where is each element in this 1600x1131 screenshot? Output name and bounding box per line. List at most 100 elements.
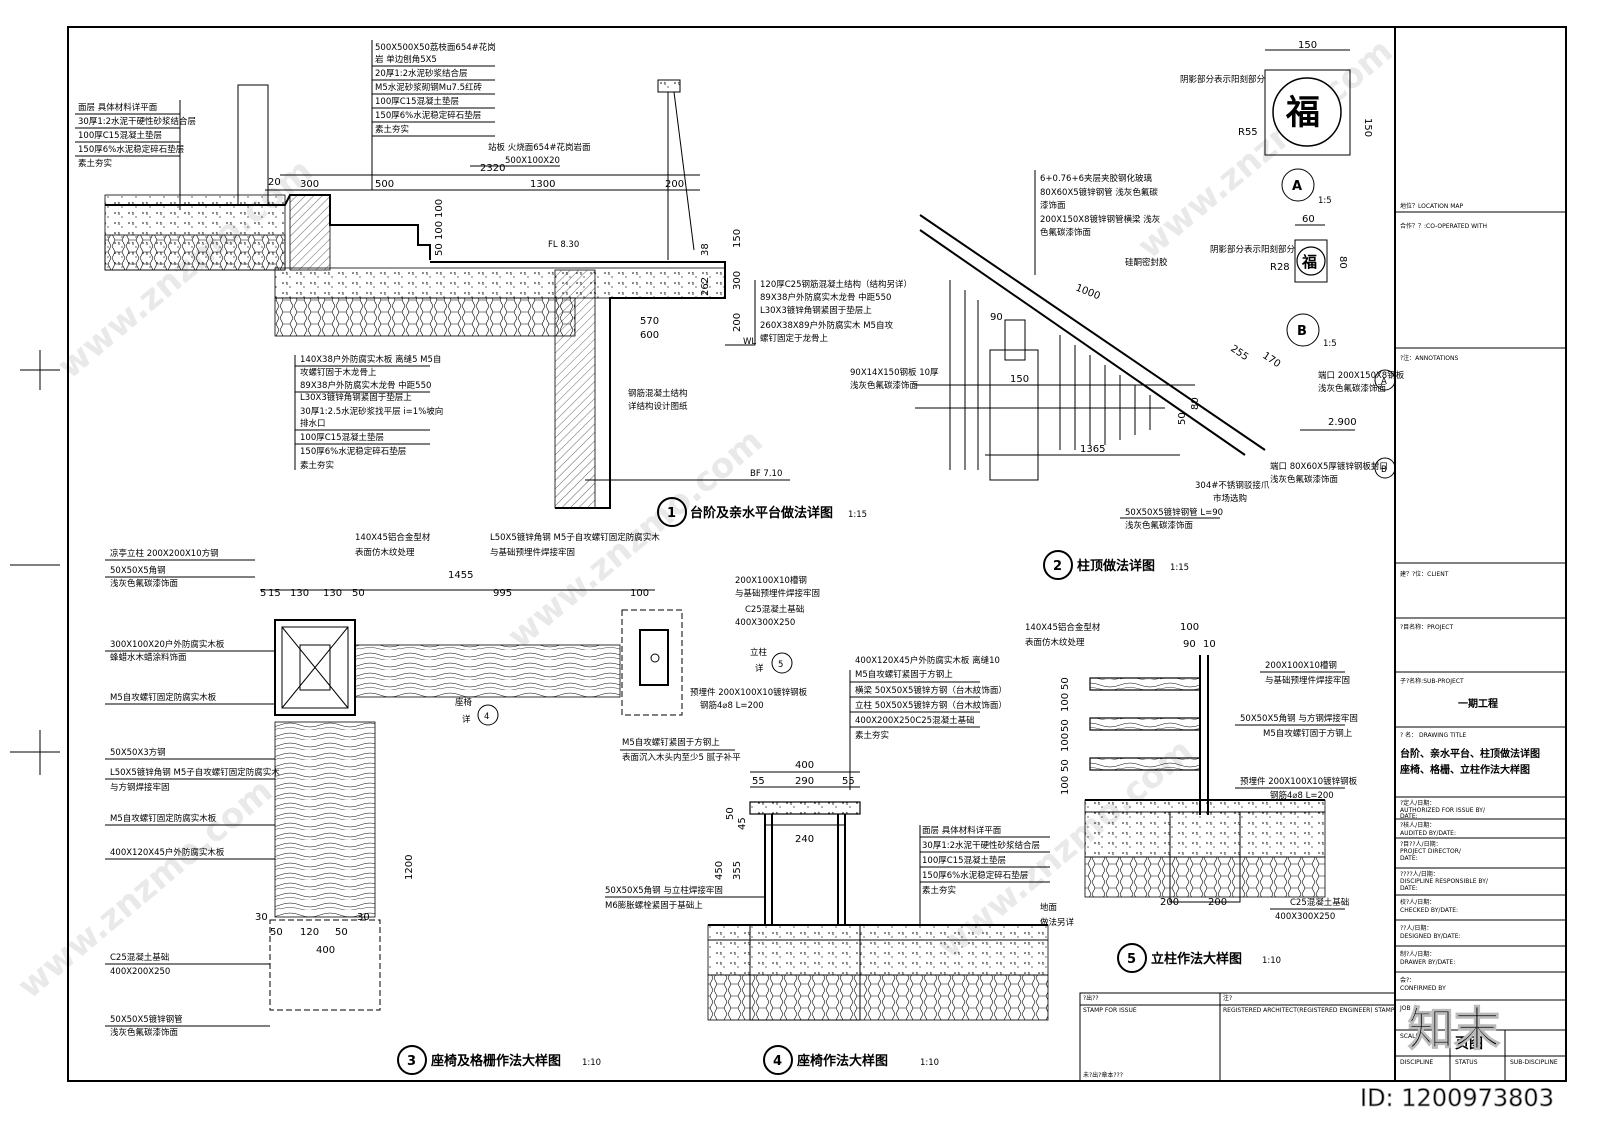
note: 阴影部分表示阳刻部分 bbox=[1180, 74, 1266, 85]
svg-text:2.900: 2.900 bbox=[1328, 417, 1357, 428]
note: 预埋件 200X100X10镀锌钢板 bbox=[1240, 776, 1358, 787]
svg-text:座椅: 座椅 bbox=[455, 697, 473, 708]
detail-marker bbox=[397, 1045, 427, 1075]
id-watermark: ID: 1200973803 bbox=[1360, 1084, 1554, 1112]
svg-text:15: 15 bbox=[268, 588, 281, 599]
svg-text:CHECKED BY/DATE:: CHECKED BY/DATE: bbox=[1400, 907, 1458, 914]
note: M5自攻螺钉紧固于方钢上 bbox=[855, 669, 953, 680]
note: 304#不锈钢驳接爪 bbox=[1195, 480, 1270, 491]
svg-text:?定人/日期：: ?定人/日期： bbox=[1400, 799, 1435, 807]
note: 钢筋混凝土结构 bbox=[628, 388, 688, 399]
svg-text:JOB: JOB bbox=[1399, 1005, 1411, 1012]
svg-text:4: 4 bbox=[484, 712, 489, 722]
note: L30X3镀锌角钢紧固于垫层上 bbox=[760, 305, 872, 316]
svg-text:50: 50 bbox=[1177, 412, 1188, 425]
svg-text:400: 400 bbox=[316, 945, 335, 956]
svg-text:DESIGNED BY/DATE:: DESIGNED BY/DATE: bbox=[1400, 933, 1461, 940]
note: M5自攻螺钉固定防腐实木板 bbox=[110, 813, 217, 824]
svg-text:50: 50 bbox=[1060, 677, 1071, 690]
note: 表面沉入木头内至少5 腻子补平 bbox=[622, 752, 741, 763]
note: M6膨胀螺栓紧固于基础上 bbox=[605, 900, 703, 911]
svg-text:600: 600 bbox=[640, 330, 659, 341]
note: 与基础预埋件焊接牢固 bbox=[490, 547, 575, 558]
note: M5自攻螺钉固定防腐实木板 bbox=[110, 692, 217, 703]
svg-text:50: 50 bbox=[1060, 759, 1071, 772]
note: M5自攻螺钉固于方钢上 bbox=[1263, 728, 1353, 739]
svg-text:240: 240 bbox=[795, 834, 814, 845]
svg-text:20: 20 bbox=[268, 177, 281, 188]
detail-2: 6+0.76+6夹层夹胶钢化玻璃 80X60X5镀锌钢管 浅灰色氟碳 漆饰面 2… bbox=[850, 170, 1405, 580]
svg-text:DISCIPLINE: DISCIPLINE bbox=[1400, 1059, 1433, 1066]
svg-text:90: 90 bbox=[990, 312, 1003, 323]
svg-text:400: 400 bbox=[795, 760, 814, 771]
note: 螺钉固定于龙骨上 bbox=[760, 333, 829, 344]
level-fl: FL 8.30 bbox=[548, 240, 579, 250]
detail-4: 400X120X45户外防腐实木板 离缝10 M5自攻螺钉紧固于方钢上 横梁 5… bbox=[605, 655, 1050, 1075]
svg-text:注?: 注? bbox=[1223, 994, 1232, 1002]
svg-text:450: 450 bbox=[714, 861, 725, 880]
emblem-a-seal bbox=[1272, 77, 1342, 147]
svg-text:详: 详 bbox=[462, 714, 471, 725]
svg-text:B: B bbox=[1381, 465, 1387, 475]
svg-text:详: 详 bbox=[755, 663, 764, 674]
bench-top-plan bbox=[354, 644, 621, 698]
note: 与方钢焊接牢固 bbox=[110, 782, 170, 793]
svg-text:50: 50 bbox=[270, 927, 283, 938]
note: 100厚C15混凝土垫层 bbox=[78, 130, 162, 141]
svg-text:90: 90 bbox=[1183, 639, 1196, 650]
level-bf: BF 7.10 bbox=[750, 469, 782, 479]
svg-text:1300: 1300 bbox=[530, 179, 555, 190]
note: 200X100X10槽钢 bbox=[1265, 660, 1337, 671]
note: 150厚6%水泥稳定碎石垫层 bbox=[922, 870, 1028, 881]
note: 站板 火烧面654#花岗岩面 bbox=[488, 142, 591, 153]
svg-text:995: 995 bbox=[493, 588, 512, 599]
subproject-value: 一期工程 bbox=[1458, 697, 1498, 710]
svg-text:5: 5 bbox=[778, 660, 783, 670]
svg-text:355: 355 bbox=[732, 861, 743, 880]
detail-3: 凉亭立柱 200X200X10方钢 50X50X5角钢 浅灰色氟碳漆饰面 300… bbox=[105, 532, 820, 1075]
note: 260X38X89户外防腐实木 M5自攻 bbox=[760, 320, 893, 331]
emblem-a-glyph: 福 bbox=[1285, 93, 1320, 133]
svg-text:R55: R55 bbox=[1238, 127, 1258, 138]
svg-text:50: 50 bbox=[335, 927, 348, 938]
svg-text:1:5: 1:5 bbox=[1318, 196, 1332, 206]
note: 排水口 bbox=[300, 418, 326, 429]
svg-text:1:10: 1:10 bbox=[1262, 956, 1281, 966]
svg-text:1000: 1000 bbox=[1074, 283, 1102, 303]
svg-text:?核人/日期：: ?核人/日期： bbox=[1400, 821, 1435, 829]
note: 50X50X5镀锌钢管 bbox=[110, 1014, 183, 1025]
note: 20厚1:2水泥砂浆结合层 bbox=[375, 68, 468, 79]
emblem-a-frame bbox=[1264, 69, 1351, 156]
note: 浅灰色氟碳漆饰面 bbox=[850, 380, 919, 391]
drawing-title-line2: 座椅、格栅、立柱作法大样图 bbox=[1399, 763, 1530, 776]
note: 400X200X250 bbox=[110, 967, 170, 977]
svg-text:5: 5 bbox=[260, 588, 266, 599]
note: 150厚6%水泥稳定碎石垫层 bbox=[375, 110, 481, 121]
svg-text:500: 500 bbox=[375, 179, 394, 190]
note: 500X500X50荔枝面654#花岗 bbox=[375, 42, 496, 53]
svg-text:1:10: 1:10 bbox=[582, 1058, 601, 1068]
page-fragment: 页图 bbox=[1455, 1036, 1483, 1052]
svg-text:REGISTERED ARCHITECT(REGISTERE: REGISTERED ARCHITECT(REGISTERED ENGINEER… bbox=[1223, 1007, 1395, 1014]
svg-text:立柱: 立柱 bbox=[750, 647, 768, 658]
note: L50X5镀锌角钢 M5子自攻螺钉固定防腐实木 bbox=[490, 532, 660, 543]
note: 素土夯实 bbox=[855, 730, 889, 741]
stamp-area: ?出?? STAMP FOR ISSUE 注? REGISTERED ARCHI… bbox=[1079, 992, 1396, 1082]
note: 与基础预埋件焊接牢固 bbox=[1265, 675, 1350, 686]
svg-text:CONFIRMED BY: CONFIRMED BY bbox=[1400, 985, 1446, 992]
note: 色氟碳漆饰面 bbox=[1040, 227, 1092, 238]
svg-text:?目名称：PROJECT: ?目名称：PROJECT bbox=[1400, 623, 1453, 631]
svg-text:130: 130 bbox=[323, 588, 342, 599]
svg-text:?目??人/日期：: ?目??人/日期： bbox=[1400, 840, 1442, 848]
note: 表面仿木纹处理 bbox=[355, 547, 415, 558]
note: 400X200X250C25混凝土基础 bbox=[855, 715, 975, 726]
note: 蜂蜡水木蜡涂料饰面 bbox=[110, 652, 187, 663]
detail-marker bbox=[1117, 943, 1147, 973]
svg-text:100: 100 bbox=[1060, 733, 1071, 752]
svg-text:10: 10 bbox=[1203, 639, 1216, 650]
svg-text:DATE:: DATE: bbox=[1400, 855, 1418, 862]
note: 钢筋4⌀8 L=200 bbox=[700, 700, 764, 711]
note: 浅灰色氟碳漆饰面 bbox=[1125, 520, 1194, 531]
note: 漆饰面 bbox=[1040, 200, 1066, 211]
